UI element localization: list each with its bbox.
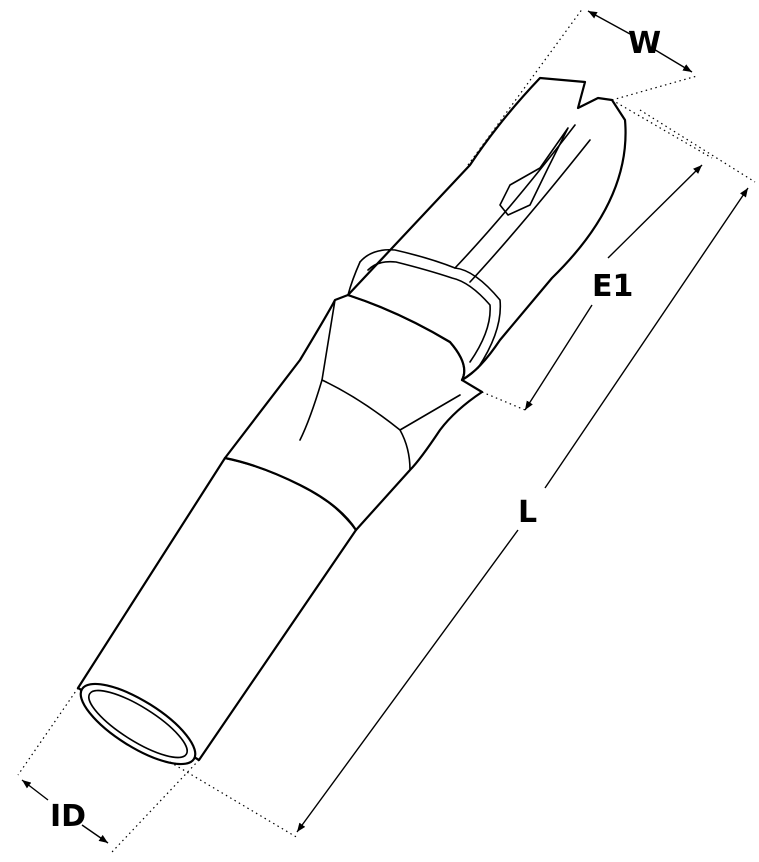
dimension-w: W [467,7,698,166]
label-e1: E1 [592,269,633,304]
dimension-e1: E1 [481,99,713,411]
label-id: ID [50,799,86,834]
label-l: L [518,495,537,530]
barrel-opening [79,682,197,766]
label-w: W [628,26,661,61]
contact-body [346,76,627,382]
dimension-id: ID [17,687,200,853]
dimension-l: L [169,109,756,839]
